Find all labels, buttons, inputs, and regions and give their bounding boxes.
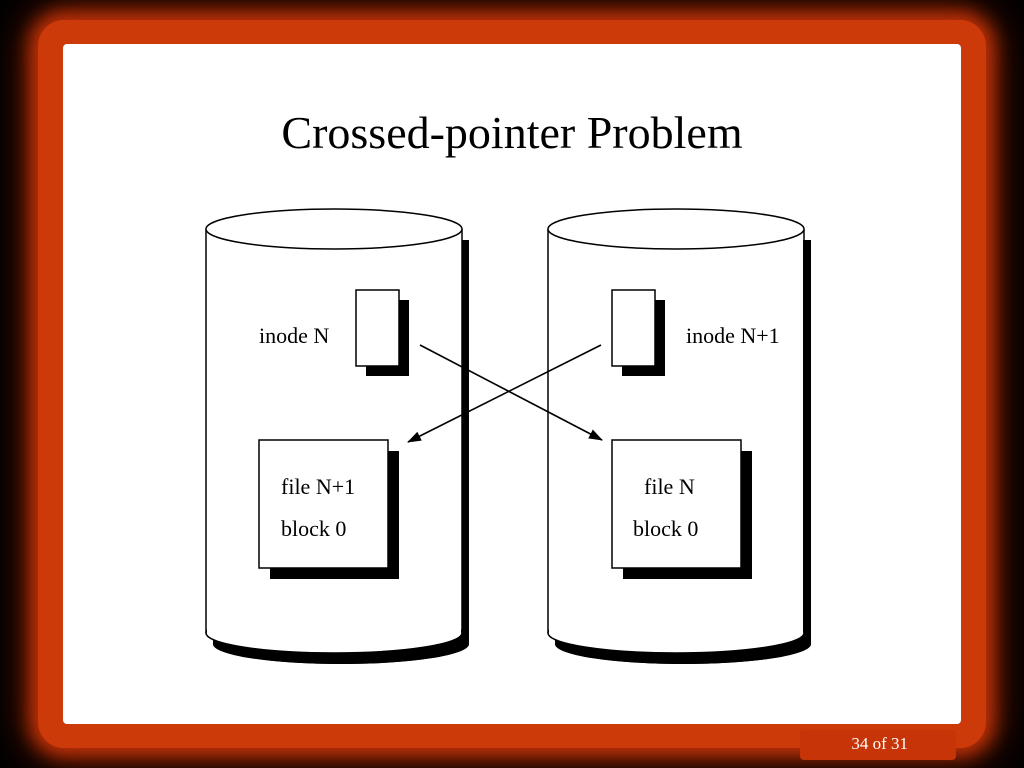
right-inode-box	[611, 289, 665, 376]
pointer-inode-n-to-file-n	[419, 344, 603, 441]
left-disk-top	[205, 208, 463, 250]
right-block-line1: file N	[644, 474, 695, 499]
right-disk	[547, 208, 811, 664]
left-data-block	[258, 439, 399, 579]
pointer-inode-n1-to-file-n1	[407, 344, 602, 443]
page-indicator: 34 of 31	[800, 730, 956, 760]
right-disk-top	[547, 208, 805, 250]
left-inode-label: inode N	[259, 323, 329, 348]
left-inode-box	[355, 289, 409, 376]
left-disk	[205, 208, 469, 664]
right-data-block	[611, 439, 752, 579]
slide-title: Crossed-pointer Problem	[281, 107, 743, 158]
left-block-line1: file N+1	[281, 474, 355, 499]
left-block-line2: block 0	[281, 516, 346, 541]
right-inode-label: inode N+1	[686, 323, 780, 348]
right-block-line2: block 0	[633, 516, 698, 541]
